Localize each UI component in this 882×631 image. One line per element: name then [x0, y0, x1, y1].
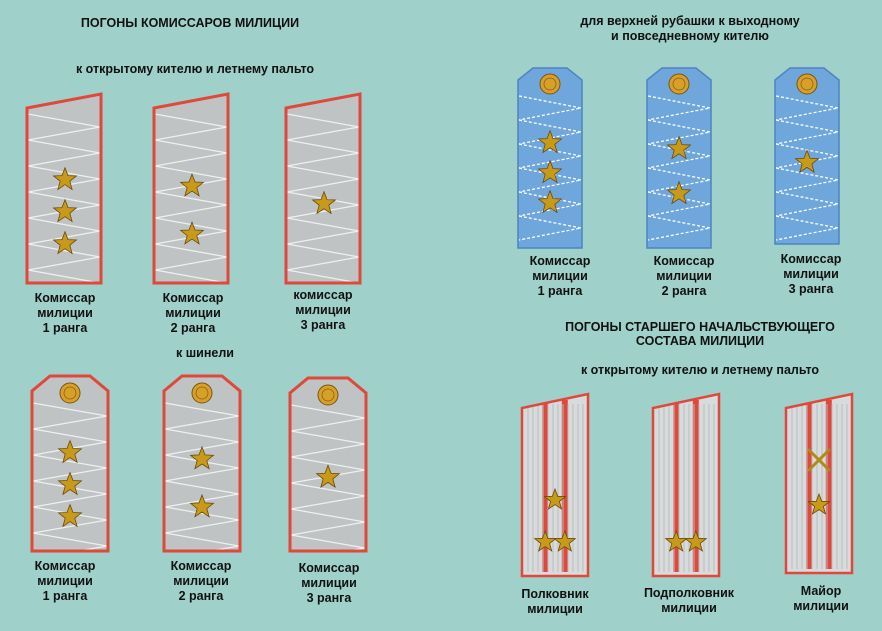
shoulder-strap-commissar-3rd-rank-tunic [284, 92, 362, 285]
star-icon [189, 445, 215, 470]
button-icon [59, 382, 81, 404]
shoulder-strap-lieutenant-colonel [651, 392, 721, 578]
shirt-header-line2: и повседневному кителю [611, 29, 769, 43]
star-icon [179, 220, 205, 245]
star-icon [179, 172, 205, 197]
star-icon [57, 471, 83, 496]
star-icon [543, 487, 567, 510]
shoulder-strap-commissar-1st-rank-overcoat [30, 373, 110, 553]
star-icon [684, 529, 708, 552]
star-icon [807, 492, 831, 515]
shoulder-strap-major [784, 392, 854, 575]
star-icon [315, 464, 341, 489]
star-icon [666, 135, 692, 160]
shoulder-strap-commissar-1st-rank-shirt [516, 66, 584, 250]
shoulder-strap-commissar-2nd-rank-overcoat [162, 373, 242, 553]
senior-subtitle: к открытому кителю и летнему пальто [580, 363, 820, 377]
star-icon [57, 503, 83, 528]
crossed-hammer-emblem-icon [807, 448, 831, 472]
star-icon [537, 129, 563, 154]
button-icon [191, 382, 213, 404]
star-icon [666, 180, 692, 205]
star-icon [189, 493, 215, 518]
left-title: ПОГОНЫ КОМИССАРОВ МИЛИЦИИ [80, 16, 300, 30]
star-icon [664, 529, 688, 552]
shoulder-strap-commissar-3rd-rank-overcoat [288, 375, 368, 553]
star-icon [57, 439, 83, 464]
shoulder-strap-commissar-2nd-rank-shirt [645, 66, 713, 250]
button-icon [539, 73, 561, 95]
star-icon [537, 189, 563, 214]
button-icon [796, 73, 818, 95]
left-subtitle-overcoat: к шинели [176, 346, 234, 360]
senior-title-line1: ПОГОНЫ СТАРШЕГО НАЧАЛЬСТВУЮЩЕГО [565, 320, 835, 334]
star-icon [553, 529, 577, 552]
star-icon [794, 149, 820, 174]
button-icon [668, 73, 690, 95]
star-icon [52, 230, 78, 255]
star-icon [533, 529, 557, 552]
star-icon [537, 159, 563, 184]
shoulder-strap-commissar-1st-rank-tunic [25, 92, 103, 285]
star-icon [311, 190, 337, 215]
senior-title-line2: СОСТАВА МИЛИЦИИ [635, 334, 765, 348]
shoulder-strap-commissar-3rd-rank-shirt [773, 66, 841, 246]
button-icon [317, 384, 339, 406]
shoulder-strap-commissar-2nd-rank-tunic [152, 92, 230, 285]
star-icon [52, 166, 78, 191]
shoulder-strap-colonel [520, 392, 590, 578]
star-icon [52, 198, 78, 223]
shirt-header-line1: для верхней рубашки к выходному [580, 14, 800, 28]
left-subtitle-tunic: к открытому кителю и летнему пальто [75, 62, 315, 76]
